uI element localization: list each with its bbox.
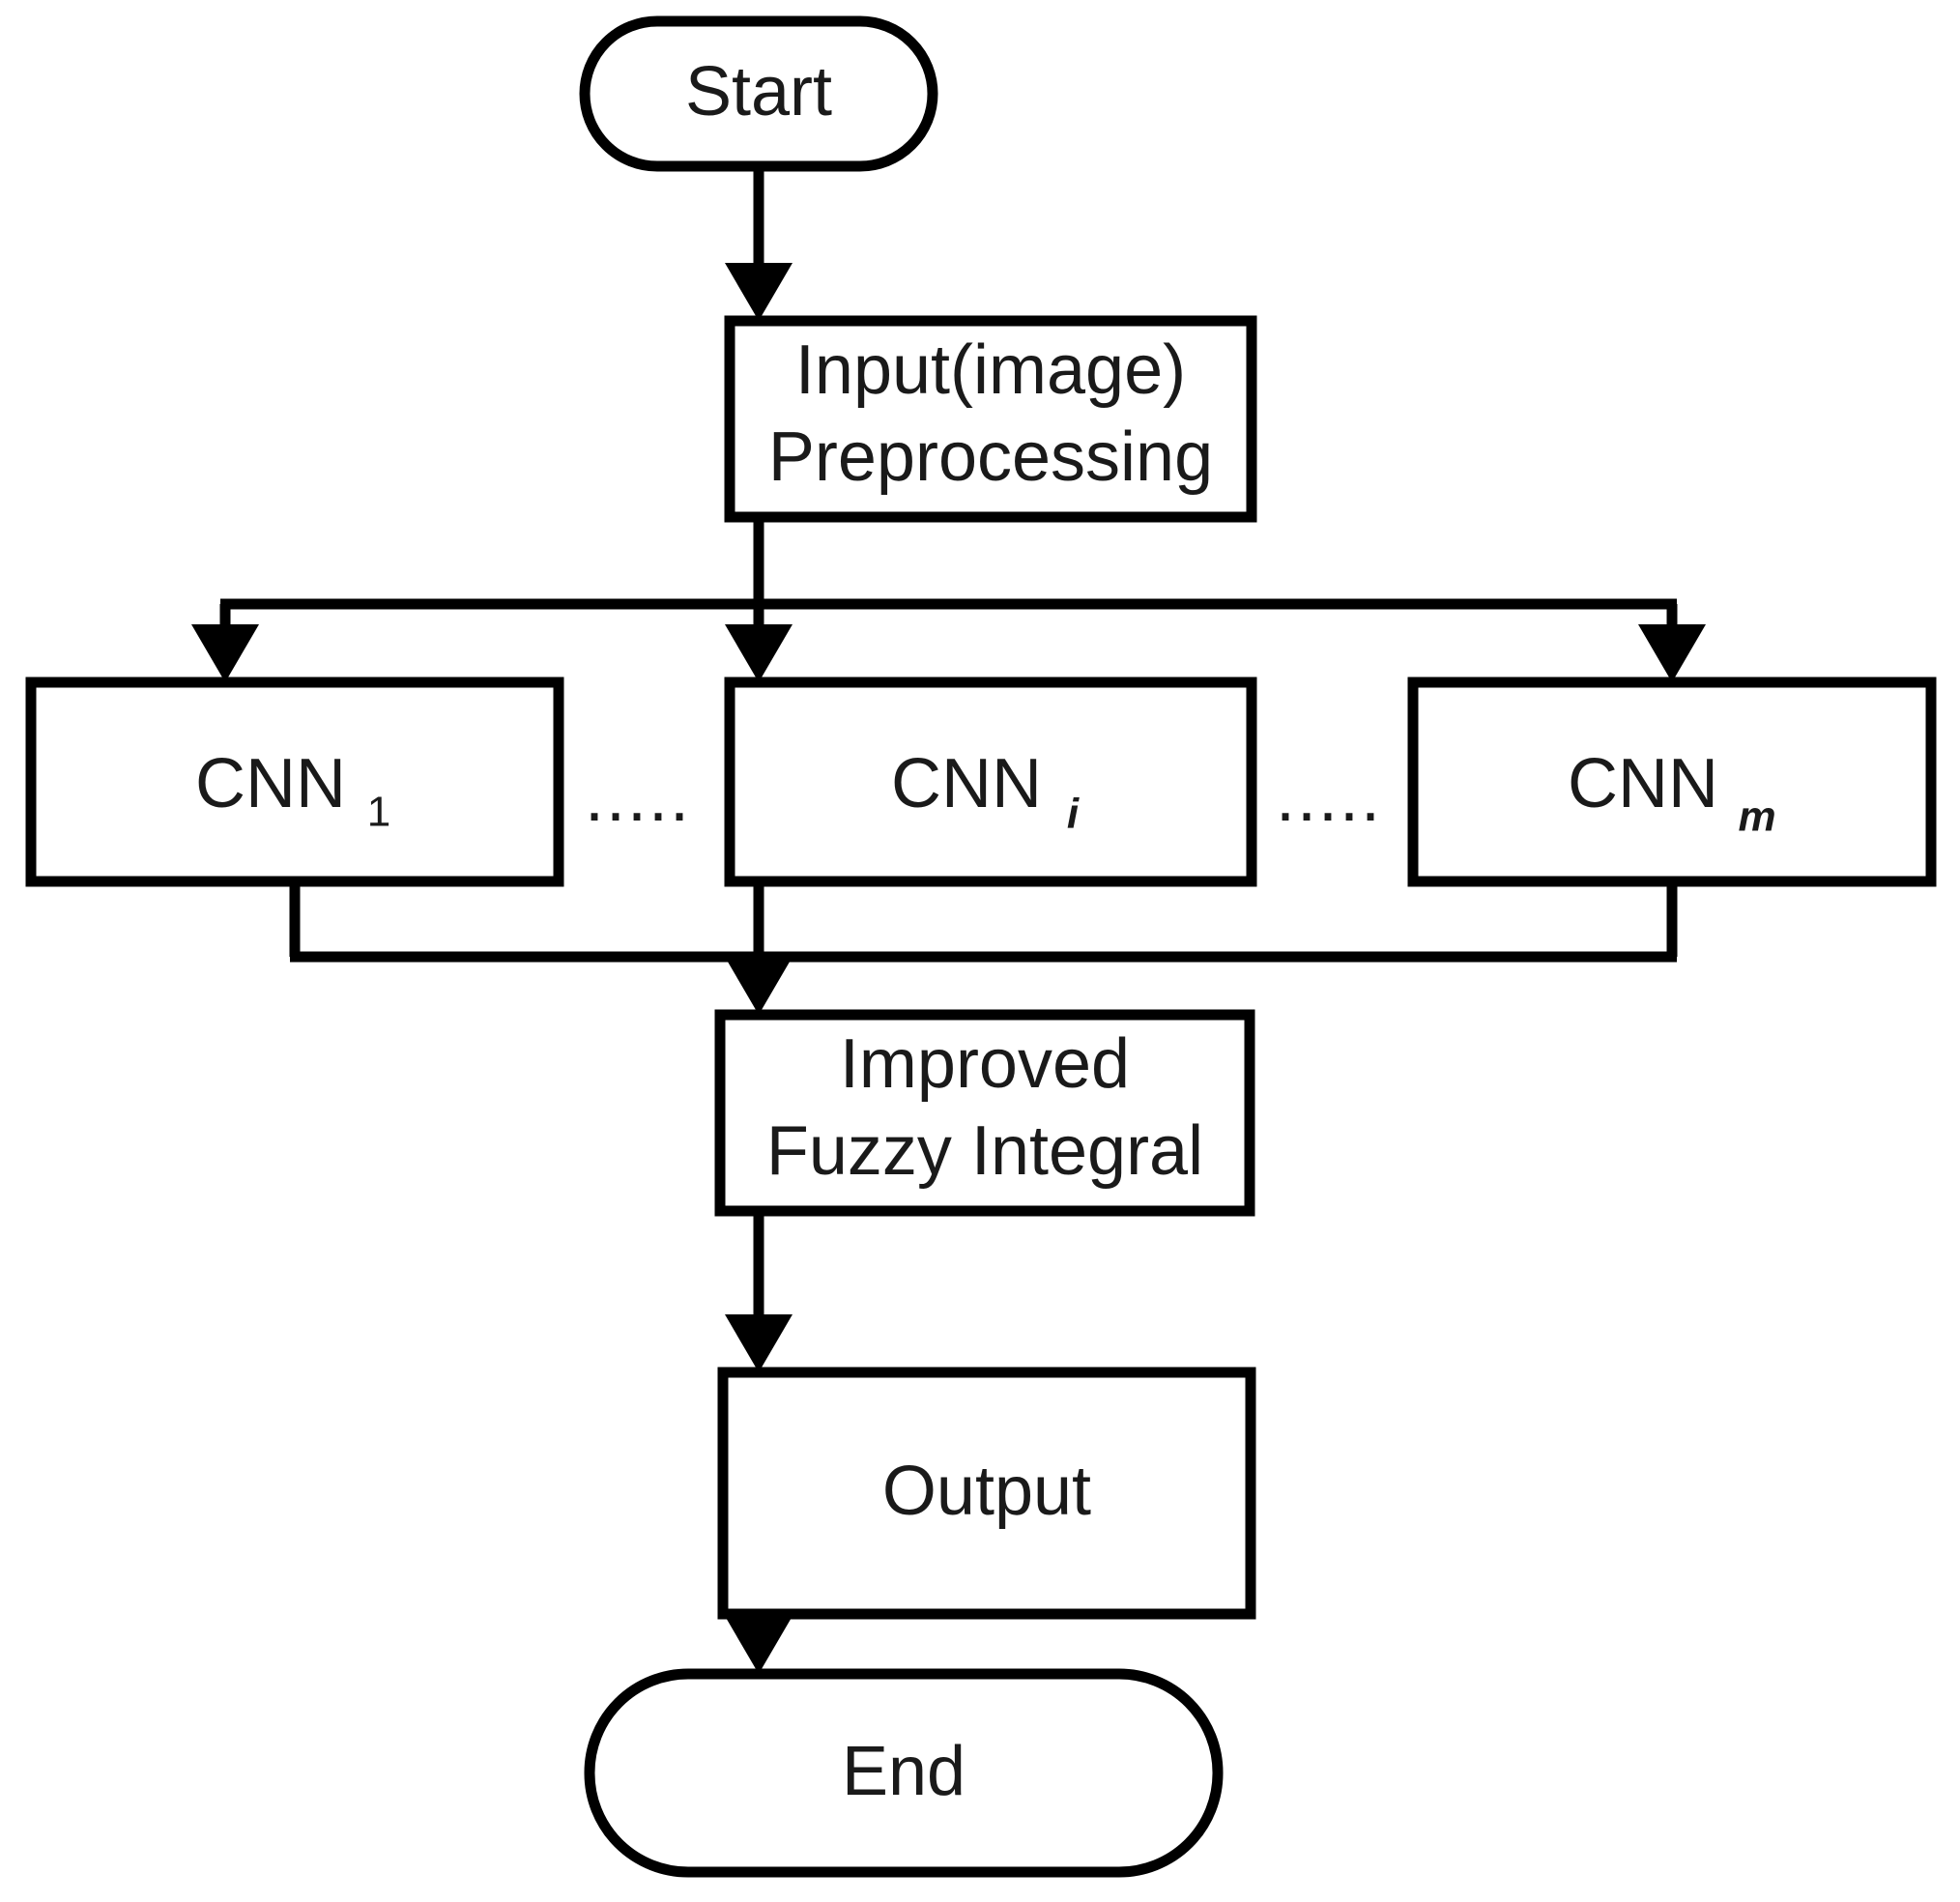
edge-cnn-merge [289,881,1678,1015]
edge-preprocess-to-split [219,517,1678,649]
edge-split-to-cnn1 [191,624,259,682]
node-preprocess-line1: Input(image) [795,331,1186,409]
node-cnn-i[interactable]: CNN i [724,677,1257,887]
node-fuzzy-integral[interactable]: Improved Fuzzy Integral [714,1009,1255,1217]
node-cnn-m-subscript: m [1738,793,1775,841]
ellipsis-right: ..... [1276,759,1382,836]
edge-split-to-cnnm [1638,624,1706,682]
node-start[interactable]: Start [579,15,938,172]
ellipsis-left: ..... [585,759,691,836]
node-cnn-m-base: CNN [1568,745,1718,822]
node-cnn-1-base: CNN [195,745,346,822]
node-fuzzy-line1: Improved [840,1025,1130,1103]
node-cnn-1[interactable]: CNN 1 [25,677,564,887]
edge-fuzzy-to-output [725,1211,793,1372]
node-output-label: Output [882,1453,1091,1530]
node-end[interactable]: End [584,1668,1224,1878]
edge-start-to-preprocess [725,166,793,321]
node-start-label: Start [685,53,832,130]
node-cnn-1-subscript: 1 [367,789,390,836]
node-fuzzy-line2: Fuzzy Integral [766,1112,1203,1190]
node-end-label: End [842,1733,966,1810]
node-cnn-i-subscript: i [1067,791,1080,838]
node-cnn-m[interactable]: CNN m [1407,677,1937,887]
edge-output-to-end [725,1614,793,1674]
node-preprocess-line2: Preprocessing [768,418,1213,496]
node-output[interactable]: Output [717,1367,1256,1620]
node-cnn-i-base: CNN [891,745,1042,822]
edge-split-to-cnni [725,604,793,682]
node-preprocess[interactable]: Input(image) Preprocessing [724,315,1257,523]
